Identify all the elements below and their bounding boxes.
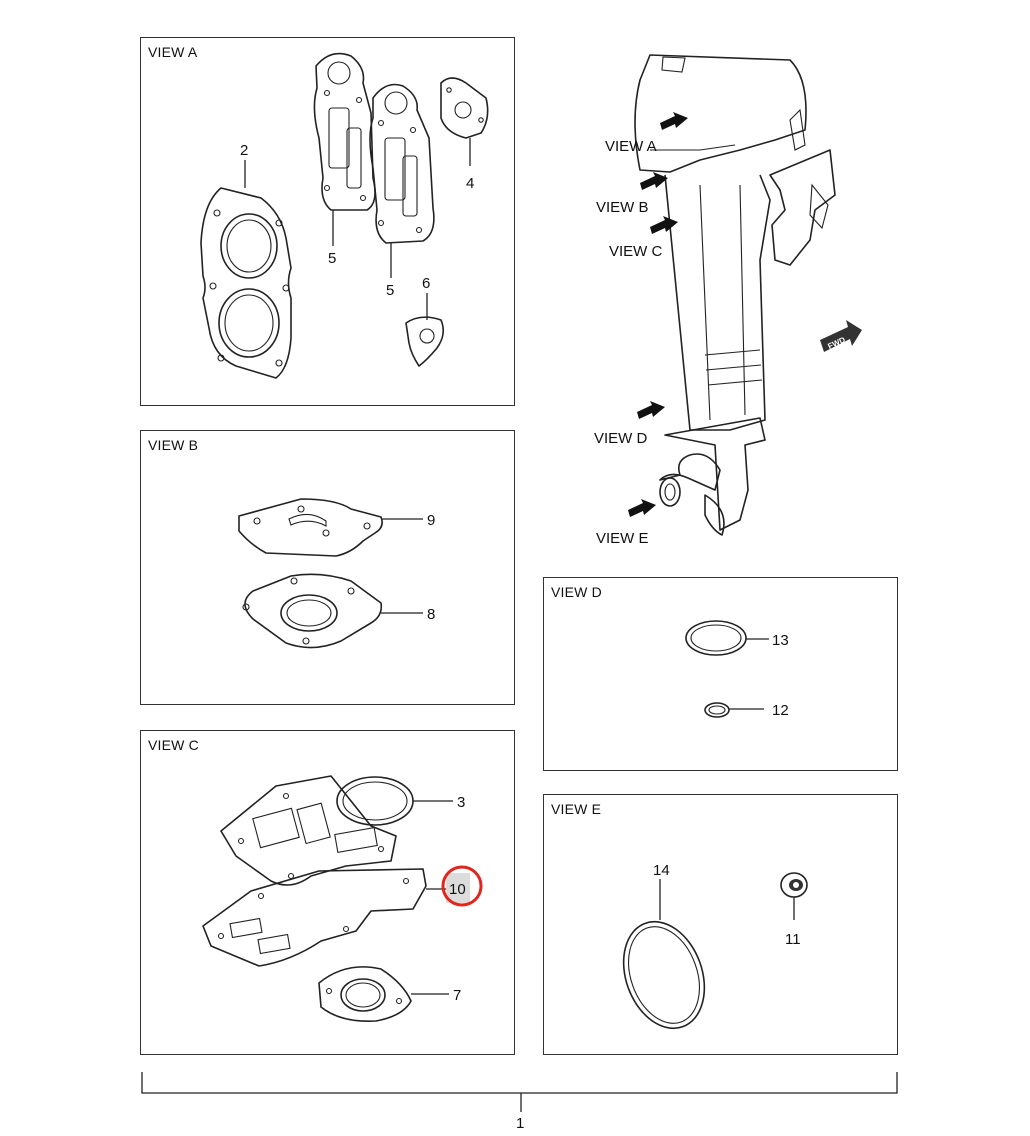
arrow-view-a <box>660 112 688 130</box>
part-12-oring[interactable] <box>704 702 730 718</box>
fwd-label: FWD <box>826 335 847 351</box>
panel-title-view-c: VIEW C <box>148 737 199 753</box>
part-8-gasket[interactable] <box>242 573 383 649</box>
part-10-gasket[interactable] <box>202 868 427 967</box>
callout-14: 14 <box>653 862 670 879</box>
callout-12: 12 <box>772 702 789 719</box>
callout-10-highlight-box <box>446 873 470 903</box>
part-3-oring[interactable] <box>336 776 414 826</box>
motor-label-view-d: VIEW D <box>594 430 648 447</box>
motor-label-view-b: VIEW B <box>596 199 649 216</box>
part-11-oil-seal[interactable] <box>780 872 808 898</box>
arrow-view-b <box>640 172 668 190</box>
part-5-gasket-right[interactable] <box>369 83 435 244</box>
set-bracket <box>141 1072 898 1112</box>
callout-5b: 5 <box>386 282 394 299</box>
part-5-gasket-left[interactable] <box>313 52 376 211</box>
part-7-gasket[interactable] <box>318 966 412 1023</box>
part-9-gasket[interactable] <box>238 498 383 557</box>
part-4-gasket[interactable] <box>440 77 489 139</box>
callout-9: 9 <box>427 512 435 529</box>
part-13-oring[interactable] <box>685 620 747 656</box>
panel-view-d: VIEW D 13 12 <box>543 577 898 771</box>
part-6-gasket[interactable] <box>405 316 445 367</box>
callout-10: 10 <box>449 881 466 898</box>
panel-view-c: VIEW C 3 10 <box>140 730 515 1055</box>
view-b-drawing: 9 8 <box>238 498 435 649</box>
panel-view-a: VIEW A 2 5 <box>140 37 515 406</box>
callout-2: 2 <box>240 142 248 159</box>
callout-10-red-circle <box>441 865 483 907</box>
panel-title-view-a: VIEW A <box>148 44 198 60</box>
fwd-arrow: FWD <box>820 320 862 352</box>
callout-13: 13 <box>772 632 789 649</box>
panel-view-b: VIEW B 9 8 <box>140 430 515 705</box>
arrow-view-d <box>637 401 665 419</box>
callout-6: 6 <box>422 275 430 292</box>
view-d-drawing: 13 12 <box>685 620 789 719</box>
upper-gasket-plate[interactable] <box>220 775 397 886</box>
arrow-view-e <box>628 499 656 517</box>
view-c-drawing: 3 10 7 <box>202 775 483 1023</box>
callout-5a: 5 <box>328 250 336 267</box>
callout-4: 4 <box>466 175 474 192</box>
callout-1: 1 <box>516 1115 524 1132</box>
motor-label-view-a: VIEW A <box>605 138 657 155</box>
callout-8: 8 <box>427 606 435 623</box>
panel-title-view-d: VIEW D <box>551 584 602 600</box>
outboard-motor <box>634 54 836 536</box>
part-2-gasket[interactable] <box>200 187 292 379</box>
view-e-drawing: 14 11 <box>609 862 808 1039</box>
panel-title-view-b: VIEW B <box>148 437 199 453</box>
panel-title-view-e: VIEW E <box>551 801 602 817</box>
callout-7: 7 <box>453 987 461 1004</box>
callout-3: 3 <box>457 794 465 811</box>
arrow-view-c <box>650 216 678 234</box>
part-14-seal-ring[interactable] <box>609 910 718 1039</box>
view-a-drawing: 2 5 5 4 <box>200 52 489 379</box>
callout-11: 11 <box>785 931 801 948</box>
panel-view-e: VIEW E 14 11 <box>543 794 898 1055</box>
motor-label-view-e: VIEW E <box>596 530 649 547</box>
motor-label-view-c: VIEW C <box>609 243 663 260</box>
